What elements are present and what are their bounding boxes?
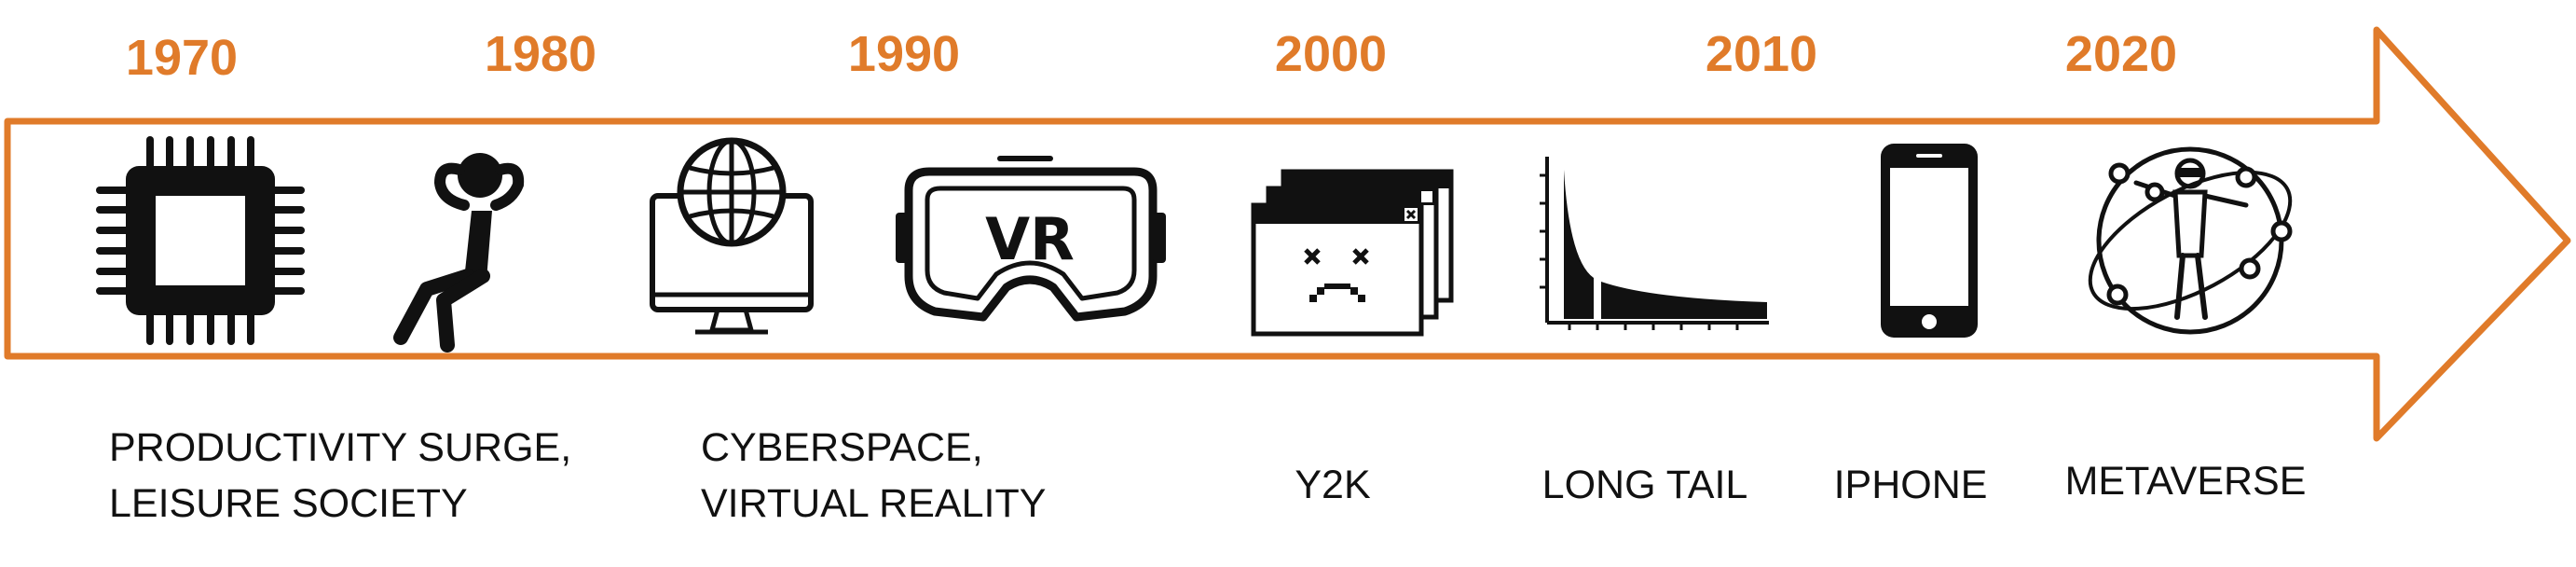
caption-cyberspace-line1: CYBERSPACE, <box>701 425 983 470</box>
smartphone-icon <box>1808 131 2050 354</box>
caption-cyberspace-line2: VIRTUAL REALITY <box>701 481 1047 526</box>
year-1970: 1970 <box>125 30 239 86</box>
long-tail-chart-icon <box>1528 131 1771 354</box>
year-1990: 1990 <box>847 26 961 82</box>
year-2010: 2010 <box>1705 26 1818 82</box>
caption-productivity-line2: LEISURE SOCIETY <box>109 481 468 526</box>
caption-productivity: PRODUCTIVITY SURGE, LEISURE SOCIETY <box>109 420 571 532</box>
microchip-icon <box>79 131 322 354</box>
crashed-windows-icon <box>1235 131 1477 354</box>
caption-long-tail: LONG TAIL <box>1541 463 1748 507</box>
metaverse-avatar-icon <box>2069 131 2311 354</box>
globe-monitor-icon <box>634 131 876 354</box>
relaxing-person-icon <box>363 131 606 354</box>
vr-headset-icon: VR <box>890 131 1170 354</box>
year-1980: 1980 <box>484 26 597 82</box>
year-2020: 2020 <box>2064 26 2178 82</box>
caption-metaverse: METAVERSE <box>2064 459 2307 504</box>
caption-productivity-line1: PRODUCTIVITY SURGE, <box>109 425 572 470</box>
caption-y2k: Y2K <box>1295 463 1371 507</box>
caption-cyberspace: CYBERSPACE, VIRTUAL REALITY <box>701 420 1046 532</box>
caption-iphone: IPHONE <box>1833 463 1988 507</box>
vr-headset-label: VR <box>985 205 1075 273</box>
year-2000: 2000 <box>1274 26 1388 82</box>
